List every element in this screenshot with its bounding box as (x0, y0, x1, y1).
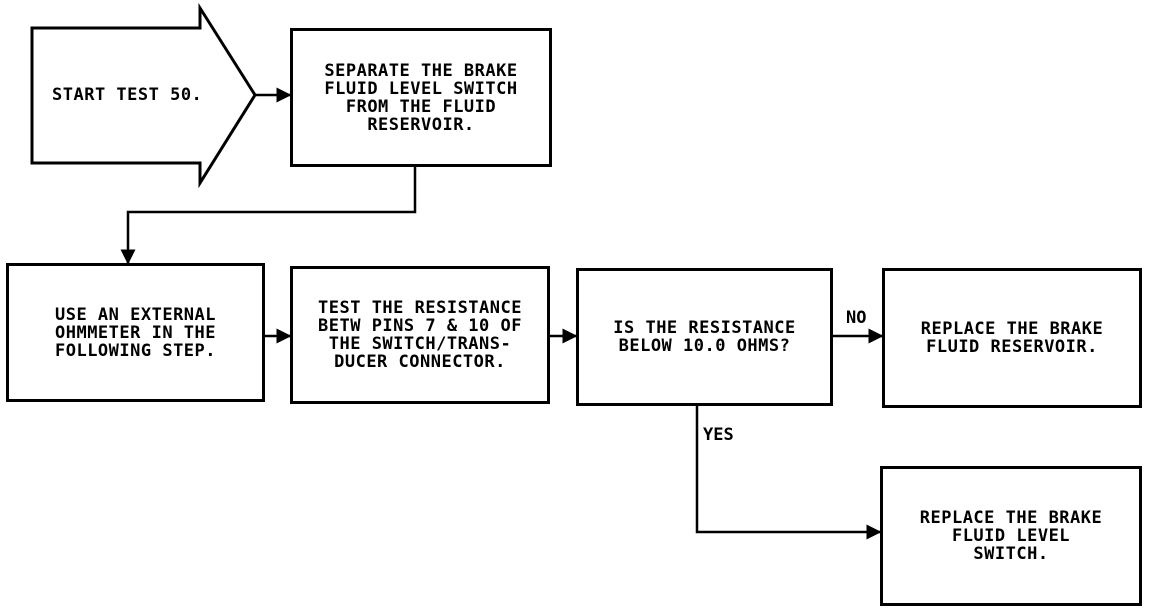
node-separate-switch: SEPARATE THE BRAKE FLUID LEVEL SWITCH FR… (290, 28, 552, 167)
node-decision: IS THE RESISTANCE BELOW 10.0 OHMS? (576, 268, 833, 406)
node-use-ohmmeter-text: USE AN EXTERNAL OHMMETER IN THE FOLLOWIN… (54, 304, 217, 361)
node-test-resistance-text: TEST THE RESISTANCE BETW PINS 7 & 10 OF … (318, 298, 522, 372)
start-arrow-shape (30, 2, 257, 189)
node-replace-switch: REPLACE THE BRAKE FLUID LEVEL SWITCH. (880, 466, 1142, 606)
node-test-resistance: TEST THE RESISTANCE BETW PINS 7 & 10 OF … (290, 266, 550, 404)
connector-decision-yes (695, 406, 882, 540)
node-replace-reservoir: REPLACE THE BRAKE FLUID RESERVOIR. (882, 268, 1142, 408)
edge-label-no: NO (846, 308, 867, 328)
node-replace-reservoir-text: REPLACE THE BRAKE FLUID RESERVOIR. (920, 319, 1104, 357)
node-separate-switch-text: SEPARATE THE BRAKE FLUID LEVEL SWITCH FR… (324, 60, 518, 135)
connector-separate-to-ohmmeter (120, 167, 417, 265)
start-label: START TEST 50. (52, 85, 203, 105)
node-use-ohmmeter: USE AN EXTERNAL OHMMETER IN THE FOLLOWIN… (6, 263, 265, 402)
node-replace-switch-text: REPLACE THE BRAKE FLUID LEVEL SWITCH. (919, 508, 1103, 564)
node-decision-text: IS THE RESISTANCE BELOW 10.0 OHMS? (613, 318, 796, 356)
edge-label-yes: YES (703, 425, 734, 445)
